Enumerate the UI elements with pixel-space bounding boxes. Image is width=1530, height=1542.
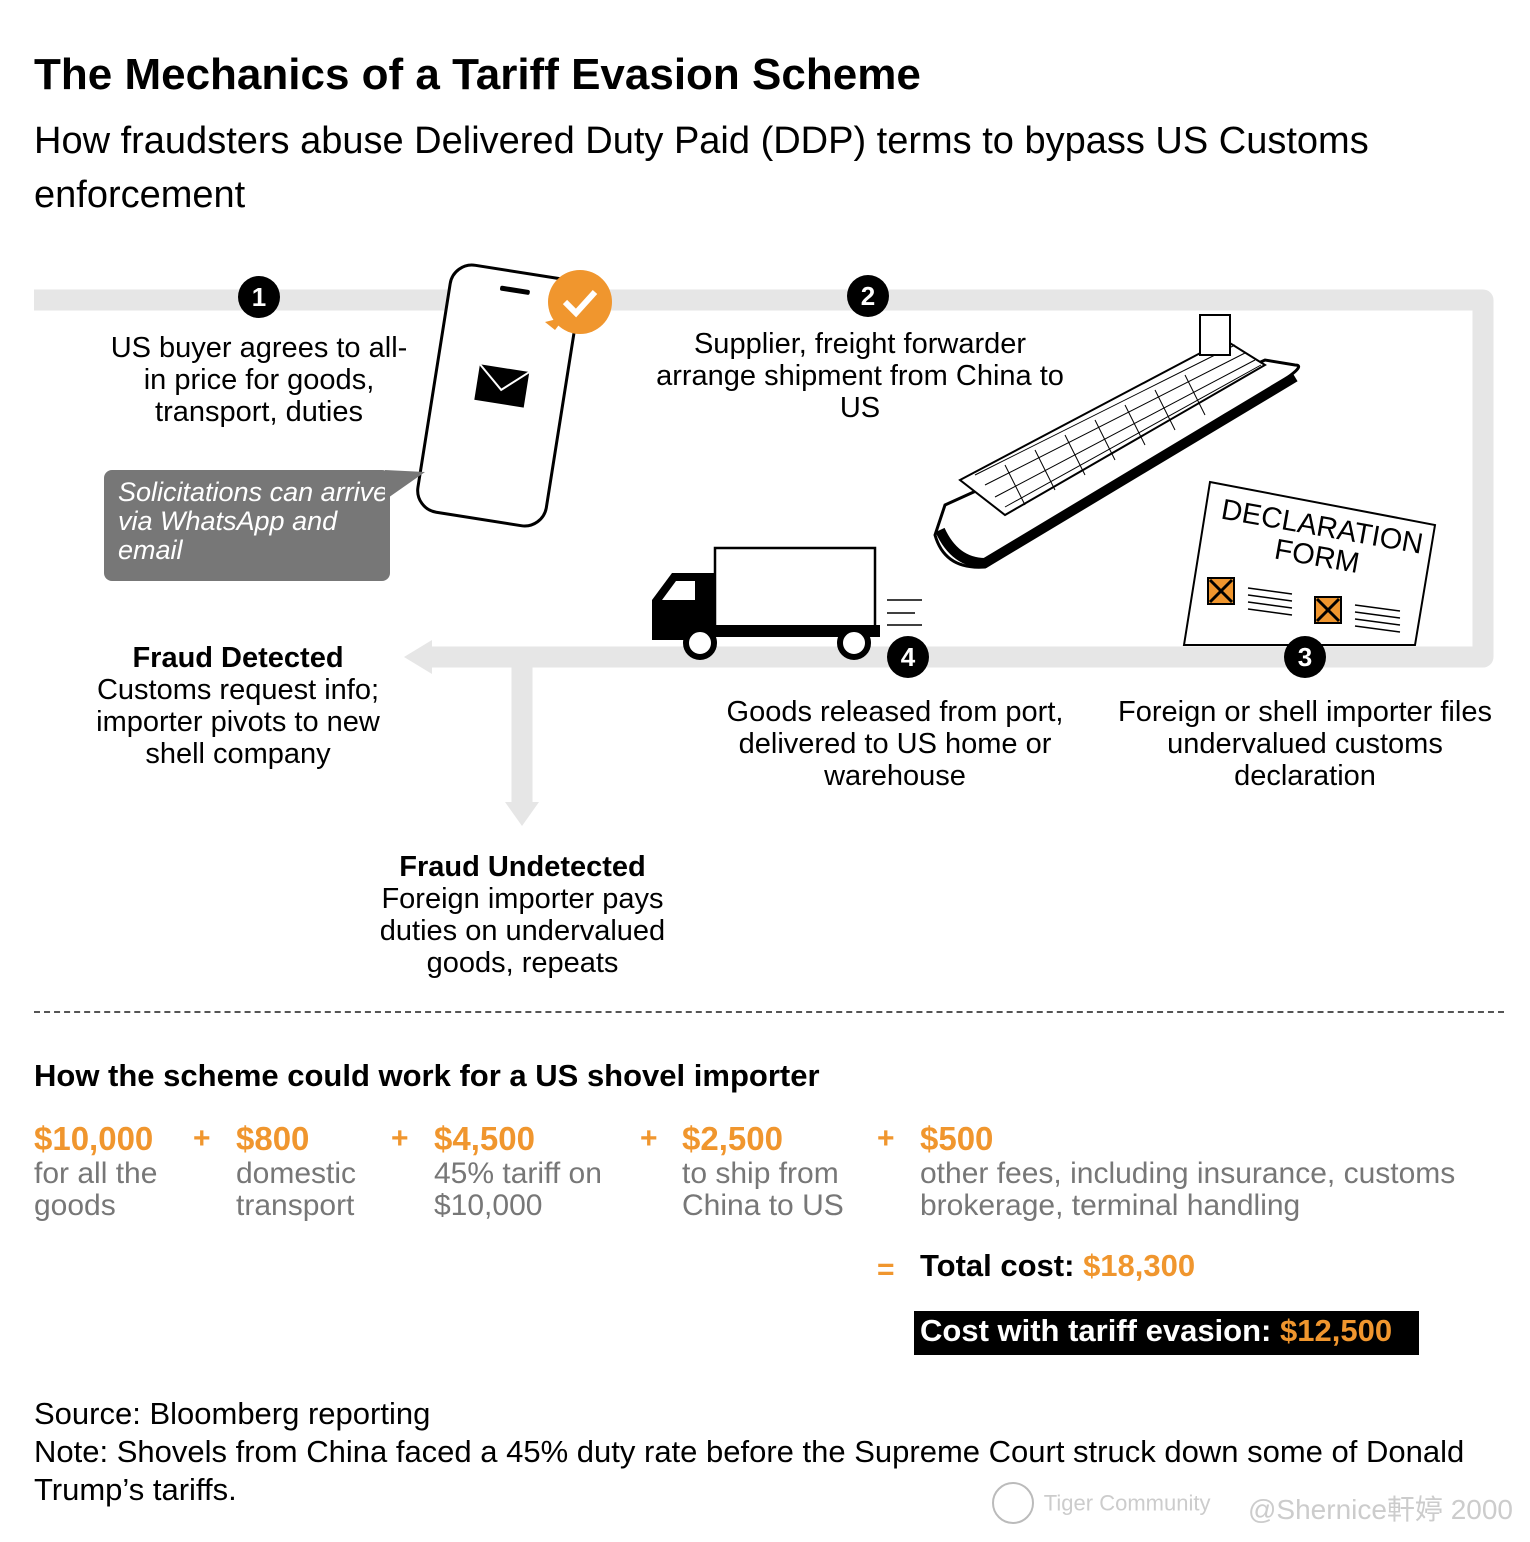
subtitle: How fraudsters abuse Delivered Duty Paid…: [34, 120, 1369, 216]
step-1-number: 1: [238, 276, 280, 318]
evasion-cost-value: $12,500: [1280, 1313, 1393, 1348]
plus-sign: +: [877, 1122, 895, 1155]
solicitation-callout: Solicitations can arrive via WhatsApp an…: [104, 470, 390, 581]
total-cost-label: Total cost:: [920, 1248, 1075, 1283]
watermark-logo: Tiger Community: [990, 1480, 1210, 1526]
tiger-logo-icon: [992, 1482, 1034, 1524]
plus-sign: +: [640, 1122, 658, 1155]
phone-illustration: [416, 263, 612, 528]
envelope-icon: [474, 363, 530, 408]
fraud-undetected: Fraud Undetected Foreign importer pays d…: [355, 851, 690, 979]
cost-amount: $500: [920, 1120, 994, 1157]
flow-path: [34, 289, 1494, 826]
evasion-cost-label: Cost with tariff evasion:: [920, 1313, 1272, 1348]
step-2-text: Supplier, freight forwarder arrange ship…: [656, 328, 1064, 424]
checkmark-badge-icon: [545, 270, 612, 334]
cost-desc: other fees, including insurance, customs…: [920, 1157, 1456, 1222]
cost-desc: for all the goods: [34, 1157, 158, 1222]
watermark-community: Tiger Community: [1043, 1490, 1211, 1516]
truck-illustration: [652, 546, 922, 660]
step-4-text: Goods released from port, delivered to U…: [726, 696, 1064, 792]
cost-amount: $800: [236, 1120, 310, 1157]
fraud-undetected-text: Foreign importer pays duties on underval…: [379, 883, 666, 979]
step-3-number: 3: [1284, 636, 1326, 678]
checkbox-x-icon: [1314, 596, 1342, 624]
step-4-number: 4: [887, 636, 929, 678]
callout-tail: [385, 470, 425, 500]
cost-item: $800 domestic transport: [236, 1120, 386, 1222]
cost-amount: $2,500: [682, 1120, 783, 1157]
fraud-undetected-title: Fraud Undetected: [399, 851, 646, 883]
watermark-user: @Shernice軒婷 2000: [1248, 1494, 1514, 1525]
cost-item: $4,500 45% tariff on $10,000: [434, 1120, 634, 1222]
evasion-cost: Cost with tariff evasion: $12,500: [914, 1311, 1419, 1355]
cost-item: $10,000 for all the goods: [34, 1120, 184, 1222]
total-cost: Total cost: $18,300: [920, 1248, 1195, 1284]
cost-item: $2,500 to ship from China to US: [682, 1120, 867, 1222]
footer: Source: Bloomberg reporting Note: Shovel…: [34, 1395, 1504, 1509]
step-2-number: 2: [847, 275, 889, 317]
title: The Mechanics of a Tariff Evasion Scheme: [34, 50, 921, 99]
step-3-text: Foreign or shell importer files underval…: [1118, 696, 1492, 792]
example-heading: How the scheme could work for a US shove…: [34, 1058, 820, 1093]
source: Source: Bloomberg reporting: [34, 1396, 431, 1431]
container-ship-illustration: [933, 314, 1301, 569]
cost-amount: $4,500: [434, 1120, 535, 1157]
cost-desc: 45% tariff on $10,000: [434, 1157, 602, 1222]
equals-sign: =: [877, 1253, 895, 1286]
note: Note: Shovels from China faced a 45% dut…: [34, 1434, 1465, 1507]
checkbox-x-icon: [1207, 577, 1235, 605]
cost-desc: to ship from China to US: [682, 1157, 844, 1222]
cost-amount: $10,000: [34, 1120, 154, 1157]
cost-desc: domestic transport: [236, 1157, 357, 1222]
fraud-detected: Fraud Detected Customs request info; imp…: [70, 642, 406, 770]
fraud-detected-text: Customs request info; importer pivots to…: [96, 674, 380, 770]
divider: [34, 1011, 1504, 1013]
fraud-detected-title: Fraud Detected: [132, 642, 344, 674]
plus-sign: +: [391, 1122, 409, 1155]
total-cost-value: $18,300: [1083, 1248, 1196, 1283]
plus-sign: +: [193, 1122, 211, 1155]
step-1-text: US buyer agrees to all-in price for good…: [110, 332, 408, 428]
declaration-form-illustration: [1182, 480, 1437, 646]
cost-item: $500 other fees, including insurance, cu…: [920, 1120, 1480, 1222]
